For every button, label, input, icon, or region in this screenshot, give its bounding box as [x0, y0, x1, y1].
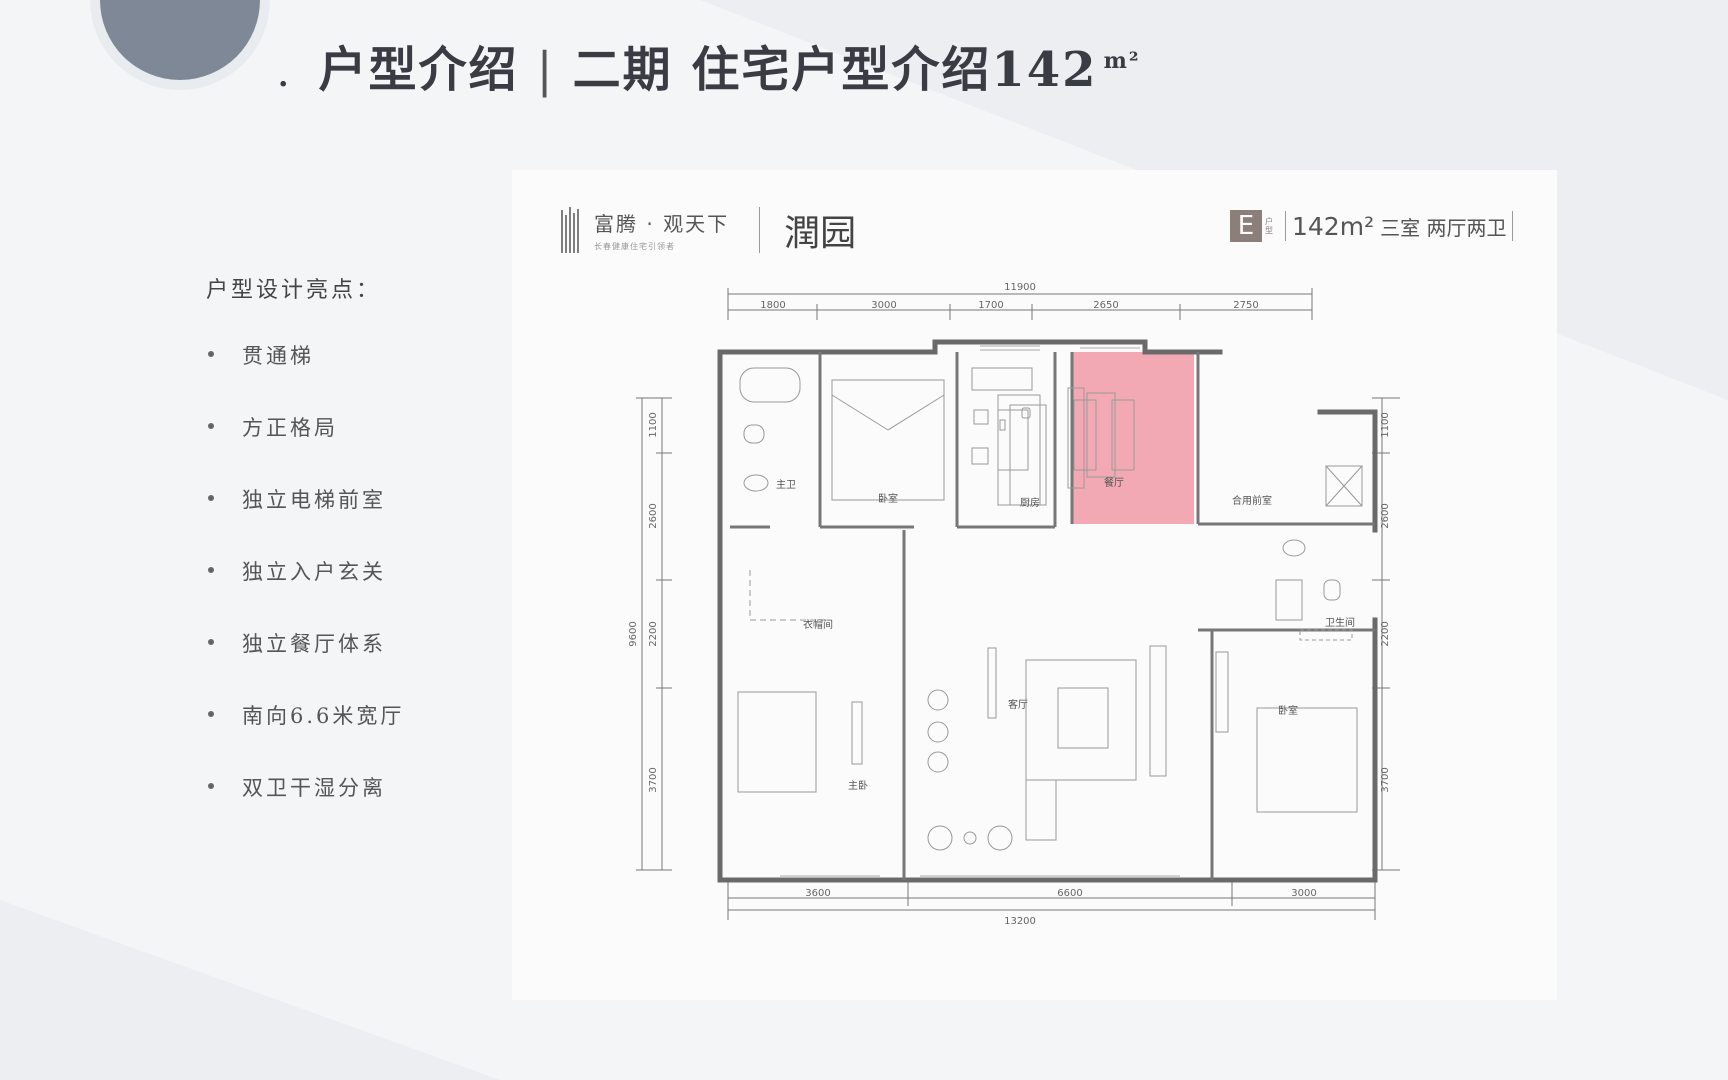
- highlight-text: 贯通梯: [242, 344, 314, 368]
- header-title: 户型介绍: [318, 42, 519, 98]
- room-master-bedroom: 主卧: [848, 779, 868, 792]
- list-item: 南向6.6米宽厅: [206, 700, 404, 772]
- room-labels: 主卫 卧室 厨房 餐厅 合用前室 衣帽间 卫生间 客厅 主卧 卧室: [776, 476, 1355, 792]
- dim-bottom-2: 6600: [1057, 888, 1082, 899]
- list-item: 独立入户玄关: [206, 556, 404, 628]
- dim-left-3: 2200: [648, 621, 659, 646]
- dim-right-2: 2600: [1380, 503, 1391, 528]
- unit-area: 142m²: [1292, 211, 1375, 241]
- room-master-bath: 主卫: [776, 479, 796, 491]
- brand-tagline: 长春健康住宅引领者: [594, 242, 675, 251]
- highlight-text: 方正格局: [242, 416, 338, 440]
- list-item: 独立餐厅体系: [206, 628, 404, 700]
- highlights-title: 户型设计亮点：: [206, 278, 382, 303]
- unit-type-divider: [1285, 211, 1286, 241]
- brand-logo-icon: [561, 207, 579, 253]
- dim-right-3: 2200: [1380, 621, 1391, 646]
- room-bedroom-north: 卧室: [878, 492, 898, 505]
- dim-left-total: 9600: [628, 621, 639, 646]
- dimension-labels-vertical: 1100 2600 2200 3700 9600 1100 2600 2200 …: [628, 412, 1391, 792]
- dim-bottom-total: 13200: [1004, 916, 1036, 927]
- furniture: [737, 367, 1363, 851]
- elevator-hall-highlight: [1072, 352, 1194, 524]
- bullet-icon: [208, 351, 214, 357]
- brand-divider: [759, 207, 761, 253]
- page-header: . 户型介绍 | 二期 住宅户型介绍142 m²: [278, 30, 1140, 100]
- dim-top-4: 2650: [1093, 300, 1118, 311]
- room-kitchen: 厨房: [1020, 496, 1040, 509]
- unit-rooms: 三室 两厅两卫: [1380, 215, 1507, 240]
- room-elevator-hall: 合用前室: [1232, 494, 1272, 507]
- list-item: 方正格局: [206, 412, 404, 484]
- decorative-circle: [100, 0, 260, 80]
- floor-plan: 11900 1800 3000 1700 2650 2750 3600 6600…: [628, 282, 1400, 927]
- brand-name: 富腾 · 观天下: [594, 212, 730, 236]
- bullet-icon: [208, 711, 214, 717]
- dim-top-total: 11900: [1004, 282, 1036, 293]
- dim-right-1: 1100: [1380, 412, 1391, 437]
- header-separator: |: [536, 42, 555, 98]
- dim-top-2: 3000: [871, 300, 896, 311]
- bullet-icon: [208, 423, 214, 429]
- room-bathroom: 卫生间: [1325, 616, 1355, 629]
- floorplan-panel: [512, 170, 1557, 1000]
- unit-type-label: E 户型 142m² 三室 两厅两卫: [1230, 210, 1514, 242]
- list-item: 贯通梯: [206, 340, 404, 412]
- dimension-lines: [636, 288, 1400, 920]
- dim-left-2: 2600: [648, 503, 659, 528]
- highlight-text: 双卫干湿分离: [242, 776, 386, 800]
- room-living: 客厅: [1008, 698, 1028, 711]
- highlight-text: 独立餐厅体系: [242, 632, 386, 656]
- estate-name: 潤园: [784, 213, 857, 254]
- dim-right-4: 3700: [1380, 767, 1391, 792]
- dim-top-1: 1800: [760, 300, 785, 311]
- windows: [780, 345, 1180, 877]
- room-dining: 餐厅: [1104, 476, 1124, 489]
- highlight-text: 独立电梯前室: [242, 488, 386, 512]
- unit-type-end-divider: [1512, 211, 1514, 241]
- interior-walls: [730, 352, 1375, 880]
- dim-top-5: 2750: [1233, 300, 1258, 311]
- header-unit: m²: [1103, 48, 1141, 74]
- dim-left-1: 1100: [648, 412, 659, 437]
- dim-top-3: 1700: [978, 300, 1003, 311]
- list-item: 双卫干湿分离: [206, 772, 404, 844]
- unit-type-suffix: 户型: [1265, 217, 1273, 235]
- header-dot: .: [278, 59, 291, 94]
- bullet-icon: [208, 783, 214, 789]
- exterior-walls: [717, 339, 1378, 883]
- room-closet: 衣帽间: [803, 618, 833, 631]
- unit-type-badge: E: [1230, 210, 1262, 242]
- highlight-text: 独立入户玄关: [242, 560, 386, 584]
- bullet-icon: [208, 639, 214, 645]
- list-item: 独立电梯前室: [206, 484, 404, 556]
- dim-bottom-3: 3000: [1291, 888, 1316, 899]
- highlights-list: 贯通梯 方正格局 独立电梯前室 独立入户玄关 独立餐厅体系 南向6.6米宽厅 双…: [206, 340, 404, 844]
- bullet-icon: [208, 495, 214, 501]
- room-bedroom-south: 卧室: [1278, 704, 1298, 717]
- dim-left-4: 3700: [648, 767, 659, 792]
- brand-block: 富腾 · 观天下 长春健康住宅引领者 潤园: [560, 204, 856, 256]
- dimension-labels: 11900 1800 3000 1700 2650 2750 3600 6600…: [760, 282, 1316, 927]
- header-subtitle: 二期 住宅户型介绍142: [572, 42, 1098, 98]
- highlight-text: 南向6.6米宽厅: [242, 704, 405, 728]
- dim-bottom-1: 3600: [805, 888, 830, 899]
- bullet-icon: [208, 567, 214, 573]
